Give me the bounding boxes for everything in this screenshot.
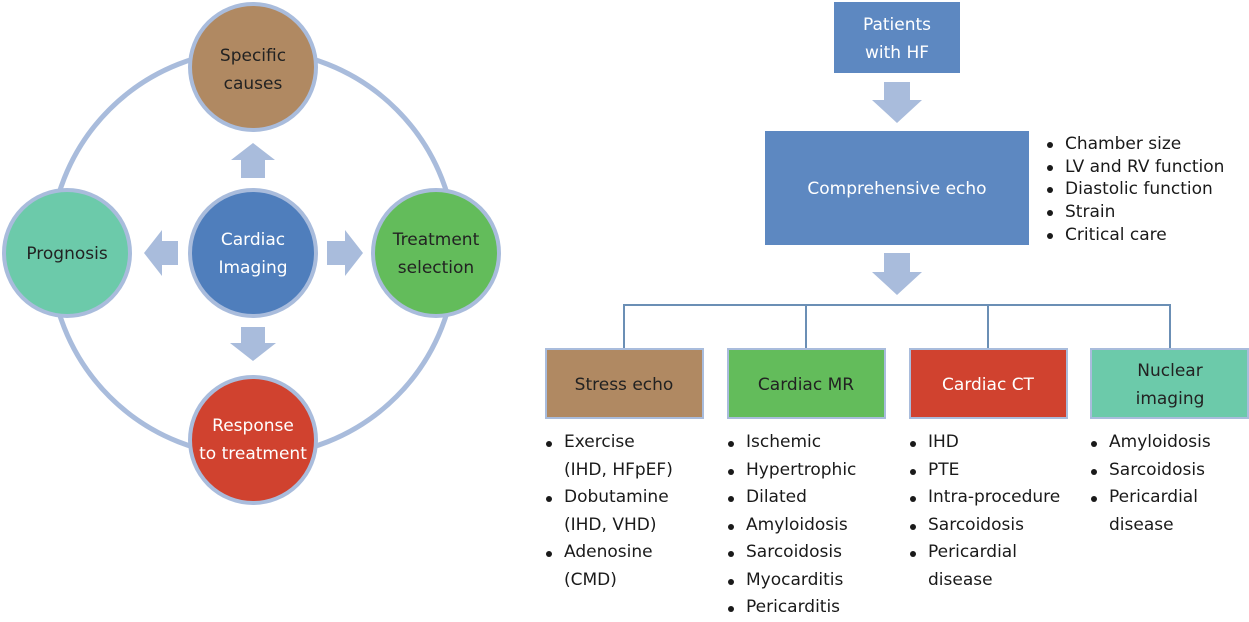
cardiac-mr-item: Myocarditis	[728, 567, 856, 595]
nuclear-imaging-item: disease	[1109, 514, 1174, 535]
node-prognosis	[2, 188, 132, 318]
stress-echo-item: Adenosine	[546, 539, 673, 567]
cardiac-imaging-label-1: Cardiac	[221, 230, 285, 250]
node-specific-causes	[188, 2, 318, 132]
patients-label-1: Patients	[863, 15, 931, 35]
cardiac-imaging-label-2: Imaging	[218, 258, 287, 278]
nuclear-imaging-label-2: imaging	[1136, 389, 1205, 409]
treatment-selection-label-1: Treatment	[392, 230, 480, 250]
cardiac-ct-item: Sarcoidosis	[910, 512, 1060, 540]
cardiac-mr-label: Cardiac MR	[758, 375, 854, 395]
stress-echo-item: Dobutamine	[546, 484, 673, 512]
cardiac-mr-item: Dilated	[728, 484, 856, 512]
connector-bus	[623, 304, 1171, 348]
nuclear-imaging-item: Sarcoidosis	[1091, 457, 1211, 485]
arrow-right	[327, 230, 363, 276]
echo-feature-item: Chamber size	[1047, 133, 1224, 156]
echo-feature-item: Critical care	[1047, 224, 1224, 247]
node-cardiac-imaging	[188, 188, 318, 318]
cardiac-ct-item: PTE	[910, 457, 1060, 485]
cardiac-ct-item: Intra-procedure	[910, 484, 1060, 512]
cardiac-mr-item: Sarcoidosis	[728, 539, 856, 567]
arrow-down-patients	[872, 82, 922, 123]
comprehensive-echo-box	[765, 131, 1029, 245]
comprehensive-echo-label: Comprehensive echo	[807, 179, 986, 199]
arrow-down	[230, 327, 276, 361]
specific-causes-label-1: Specific	[220, 46, 286, 66]
echo-feature-item: LV and RV function	[1047, 156, 1224, 179]
stress-echo-list: Exercise(IHD, HFpEF) Dobutamine(IHD, VHD)…	[546, 429, 673, 594]
nuclear-imaging-item: Amyloidosis	[1091, 429, 1211, 457]
cardiac-mr-item: Amyloidosis	[728, 512, 856, 540]
prognosis-label: Prognosis	[26, 244, 108, 264]
nuclear-imaging-label-1: Nuclear	[1137, 361, 1202, 381]
arrow-up	[231, 143, 275, 178]
echo-feature-item: Diastolic function	[1047, 178, 1224, 201]
cardiac-ct-box	[909, 348, 1068, 419]
stress-echo-item: (CMD)	[564, 569, 617, 590]
cardiac-ct-item: disease	[928, 569, 993, 590]
node-treatment-selection	[371, 188, 501, 318]
patients-box	[834, 2, 960, 73]
cardiac-ct-item: Pericardial	[910, 539, 1060, 567]
stress-echo-label: Stress echo	[575, 375, 674, 395]
cardiac-mr-item: Hypertrophic	[728, 457, 856, 485]
nuclear-imaging-box	[1090, 348, 1249, 419]
response-label-1: Response	[212, 416, 294, 436]
specific-causes-label-2: causes	[224, 74, 283, 94]
arrow-down-echo	[872, 253, 922, 295]
echo-feature-item: Strain	[1047, 201, 1224, 224]
arrow-left	[144, 230, 178, 276]
stress-echo-item: (IHD, HFpEF)	[564, 459, 673, 480]
patients-label-2: with HF	[865, 43, 929, 63]
stress-echo-item: Exercise	[546, 429, 673, 457]
cardiac-ct-item: IHD	[910, 429, 1060, 457]
cardiac-mr-item: Ischemic	[728, 429, 856, 457]
node-response-to-treatment	[188, 375, 318, 505]
cardiac-ct-label: Cardiac CT	[942, 375, 1035, 395]
cardiac-mr-item: Pericarditis	[728, 594, 856, 622]
response-label-2: to treatment	[199, 444, 307, 464]
cardiac-mr-box	[727, 348, 886, 419]
nuclear-imaging-item: Pericardial	[1091, 484, 1211, 512]
treatment-selection-label-2: selection	[398, 258, 474, 278]
stress-echo-box	[545, 348, 704, 419]
stress-echo-item: (IHD, VHD)	[564, 514, 657, 535]
